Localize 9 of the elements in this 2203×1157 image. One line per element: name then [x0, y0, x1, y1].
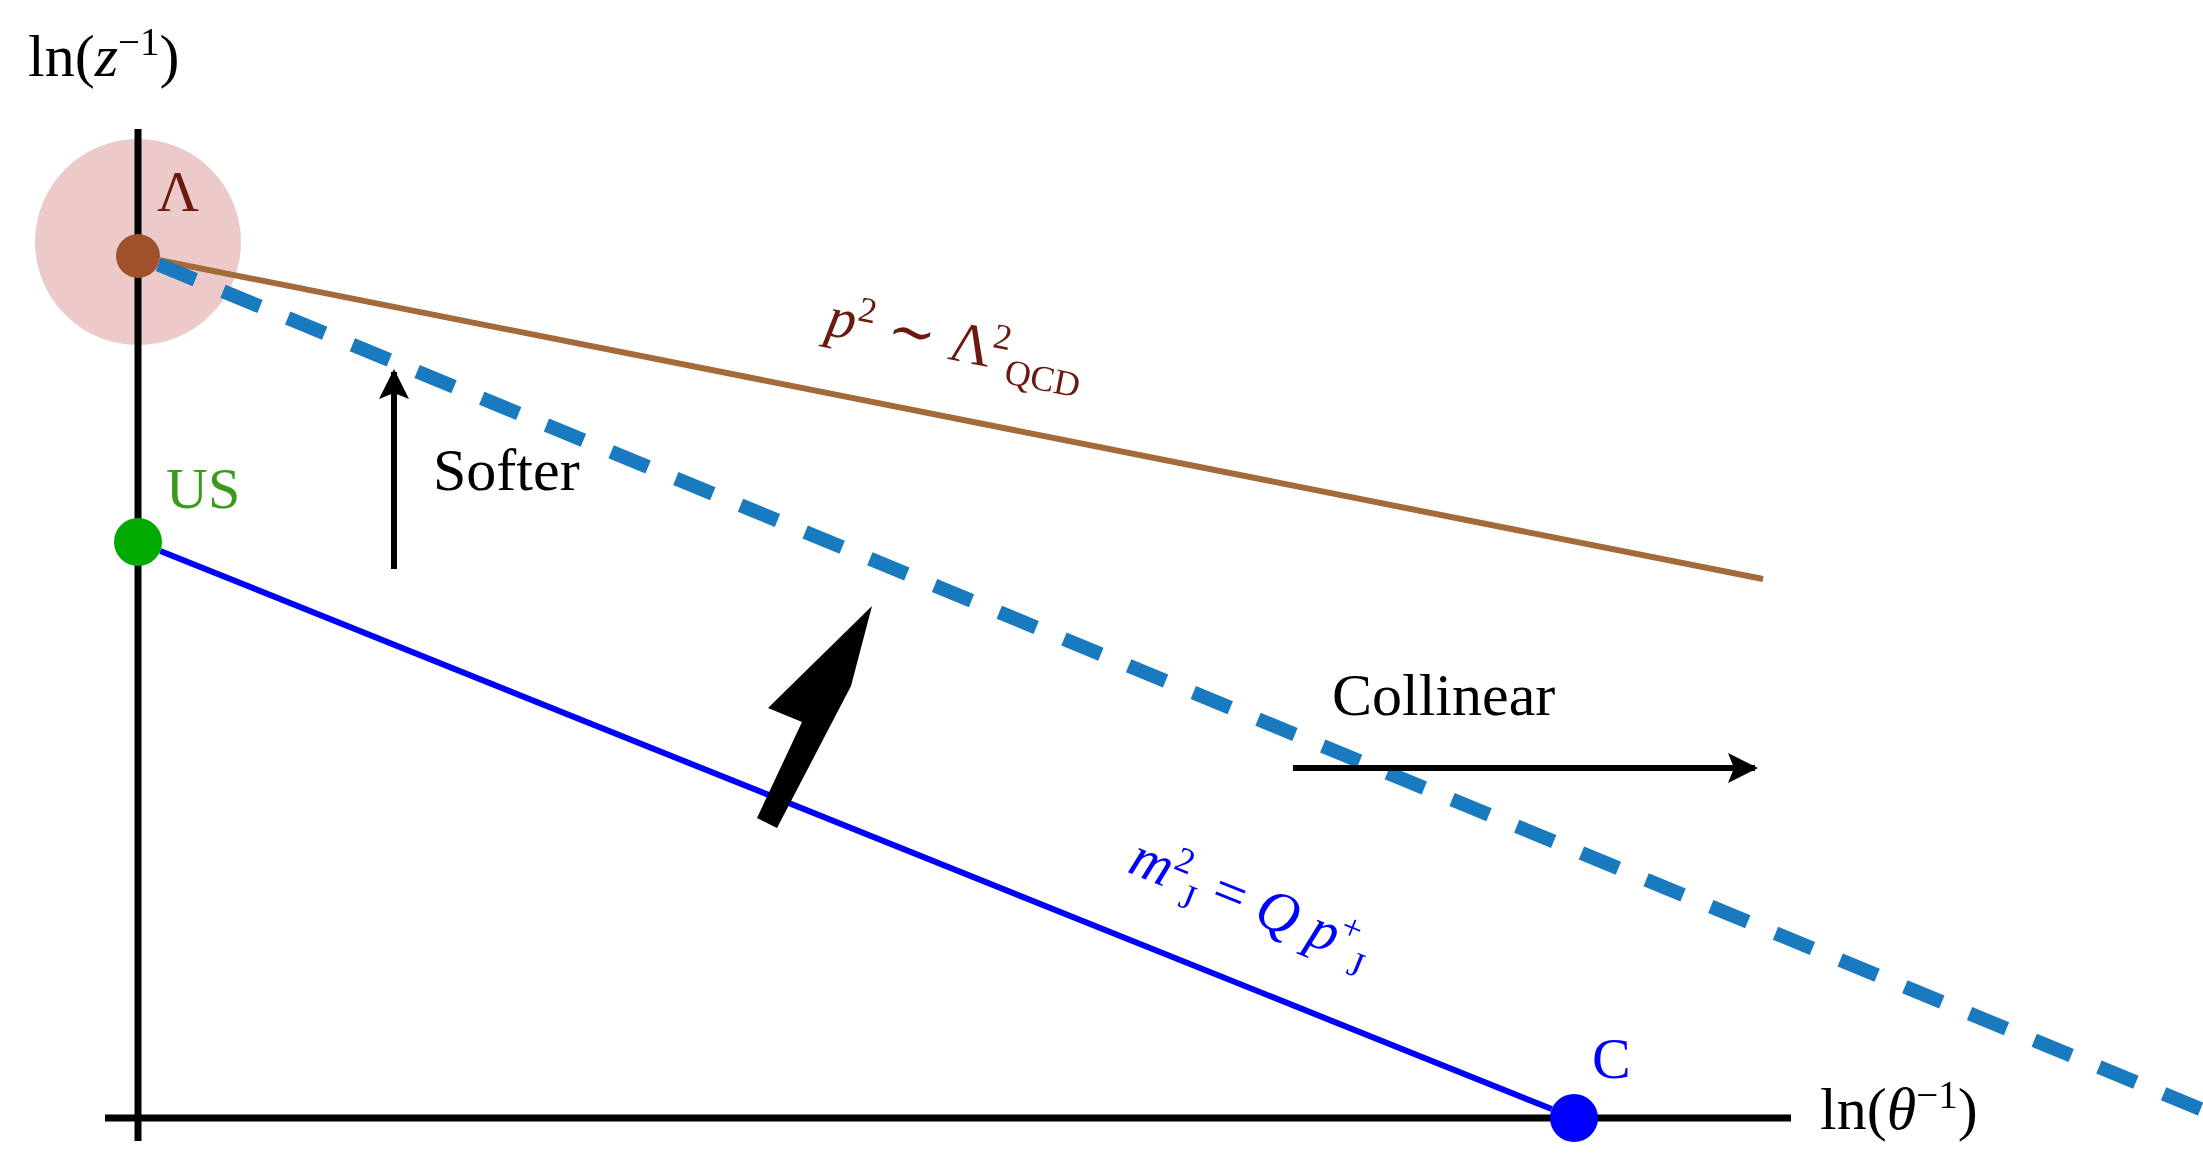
point-marker — [114, 518, 162, 566]
line — [159, 257, 1764, 582]
direction-label: Softer — [433, 440, 580, 500]
point-label: US — [166, 460, 241, 518]
point-label: C — [1592, 1030, 1631, 1088]
direction-label: Collinear — [1332, 665, 1556, 725]
line — [159, 548, 1553, 1112]
point-label: Λ — [157, 163, 200, 221]
point-marker — [1550, 1094, 1598, 1142]
